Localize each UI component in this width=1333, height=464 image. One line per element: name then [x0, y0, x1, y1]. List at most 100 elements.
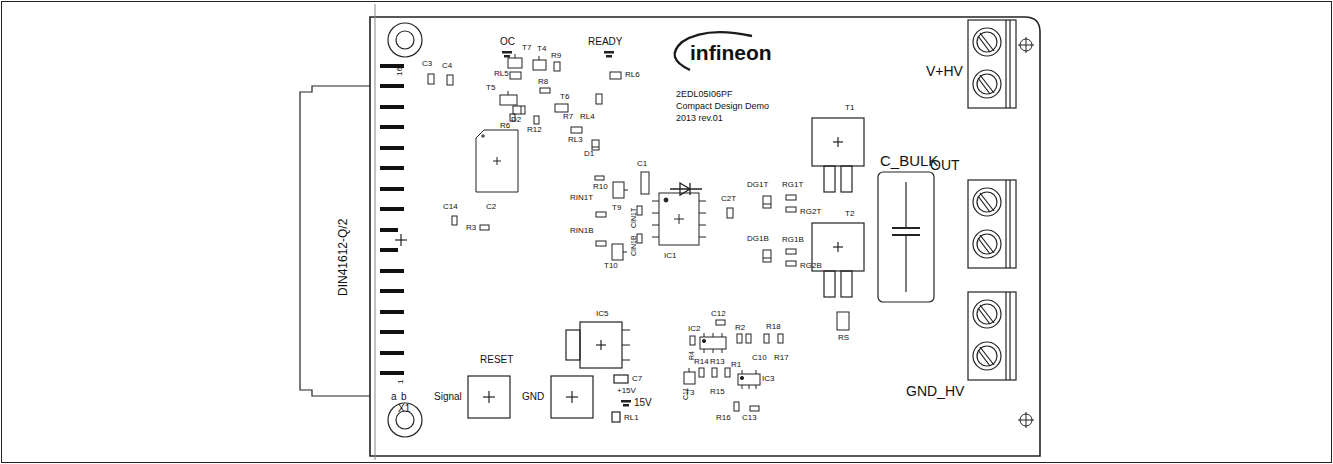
outline-stroke	[396, 31, 414, 49]
outline-stroke	[905, 235, 906, 292]
outline-stroke	[613, 182, 624, 198]
silkscreen-label: 2EDL05I06PF	[676, 90, 733, 99]
silkscreen-label: 1	[397, 380, 405, 384]
outline-stroke	[380, 310, 404, 314]
outline-stroke	[476, 130, 518, 192]
outline-stroke	[968, 20, 1016, 108]
silkscreen-label: T4	[537, 45, 546, 53]
outline-stroke	[786, 195, 796, 200]
outline-stroke	[483, 134, 484, 138]
silkscreen-label: RL1	[624, 414, 639, 422]
outline-stroke	[837, 312, 849, 330]
silkscreen-label: IC1	[664, 252, 676, 260]
connector-pins	[380, 66, 404, 373]
outline-stroke	[977, 32, 997, 52]
outline-stroke	[540, 88, 550, 93]
outline-stroke	[892, 227, 920, 229]
outline-stroke	[1026, 412, 1027, 428]
outline-stroke	[1005, 292, 1006, 380]
silkscreen-label: Signal	[434, 392, 462, 402]
outline-stroke	[468, 376, 510, 418]
outline-stroke	[679, 214, 680, 224]
outline-stroke	[521, 106, 522, 114]
led-symbols	[502, 51, 631, 407]
outline-stroke	[380, 166, 404, 170]
outline-stroke	[968, 292, 1016, 380]
outline-stroke	[606, 55, 612, 58]
outline-stroke	[763, 196, 771, 208]
silkscreen-label: R4	[688, 351, 695, 360]
silkscreen-label: READY	[588, 37, 622, 47]
silkscreen-label: RG1B	[782, 236, 804, 244]
outline-stroke	[580, 322, 622, 368]
outline-stroke	[380, 187, 404, 191]
outline-stroke	[600, 340, 601, 350]
outline-stroke	[670, 183, 702, 195]
outline-stroke	[689, 368, 690, 372]
outline-stroke	[716, 320, 725, 325]
mounting-marks	[1018, 37, 1034, 428]
outline-stroke	[610, 72, 621, 79]
silkscreen-label: C4	[442, 62, 452, 70]
outline-stroke	[763, 258, 771, 259]
outline-stroke	[508, 58, 522, 68]
gate-footprints	[727, 195, 796, 266]
outline-stroke	[604, 51, 614, 54]
outline-stroke	[742, 370, 756, 389]
outline-stroke	[380, 105, 404, 109]
outline-stroke	[555, 104, 568, 112]
silkscreen-label: T7	[522, 44, 531, 52]
silkscreen-label: T2	[845, 210, 854, 218]
silkscreen-label: RG1T	[782, 181, 803, 189]
outline-stroke	[551, 376, 593, 418]
outline-stroke	[1009, 180, 1010, 268]
outline-stroke	[727, 208, 733, 218]
outline-stroke	[978, 308, 990, 324]
silkscreen-label: R12	[527, 126, 542, 134]
outline-stroke	[977, 74, 997, 94]
outline-stroke	[452, 216, 457, 225]
silkscreen-label: C7	[632, 375, 642, 383]
outline-stroke	[1005, 20, 1006, 108]
silkscreen-label: C3	[422, 60, 432, 68]
silkscreen-label: R9	[551, 52, 561, 60]
outline-stroke	[1005, 180, 1006, 268]
outline-stroke	[978, 196, 990, 212]
silkscreen-label: IC3	[762, 375, 774, 383]
control-footprints	[684, 312, 849, 411]
silkscreen-label: T1	[845, 104, 854, 112]
outline-stroke	[841, 166, 852, 192]
outline-stroke	[968, 292, 1016, 380]
silkscreen-label: V+HV	[926, 64, 963, 78]
outline-stroke	[623, 404, 629, 407]
silkscreen-label: T3	[685, 389, 694, 397]
outline-stroke	[592, 140, 599, 150]
silkscreen-label: R16	[716, 414, 731, 422]
silkscreen-label: R14	[694, 358, 709, 366]
outline-stroke	[978, 36, 990, 52]
outline-stroke	[786, 261, 796, 266]
outline-stroke	[380, 248, 398, 252]
silkscreen-label: C12	[711, 310, 726, 318]
silkscreen-label: R6	[500, 122, 510, 130]
outline-stroke	[488, 391, 489, 403]
silkscreen-label: R15	[710, 388, 725, 396]
silkscreen-label: RIN1T	[570, 194, 593, 202]
outline-stroke	[380, 351, 404, 355]
header-pads	[468, 376, 593, 418]
outline-stroke	[533, 60, 546, 70]
outline-stroke	[539, 56, 540, 60]
outline-stroke	[624, 190, 628, 191]
outline-stroke	[812, 118, 864, 166]
silkscreen-label: R2	[735, 324, 745, 332]
silkscreen-label: C2	[486, 203, 496, 211]
outline-stroke	[700, 337, 726, 349]
silkscreen-label: a	[391, 392, 397, 402]
power-supply	[566, 322, 630, 422]
outline-stroke	[690, 336, 695, 345]
outline-stroke	[592, 147, 599, 148]
silkscreen-label: 15V	[634, 398, 652, 408]
outline-stroke	[380, 84, 404, 88]
silkscreen-label: D1	[584, 150, 594, 158]
